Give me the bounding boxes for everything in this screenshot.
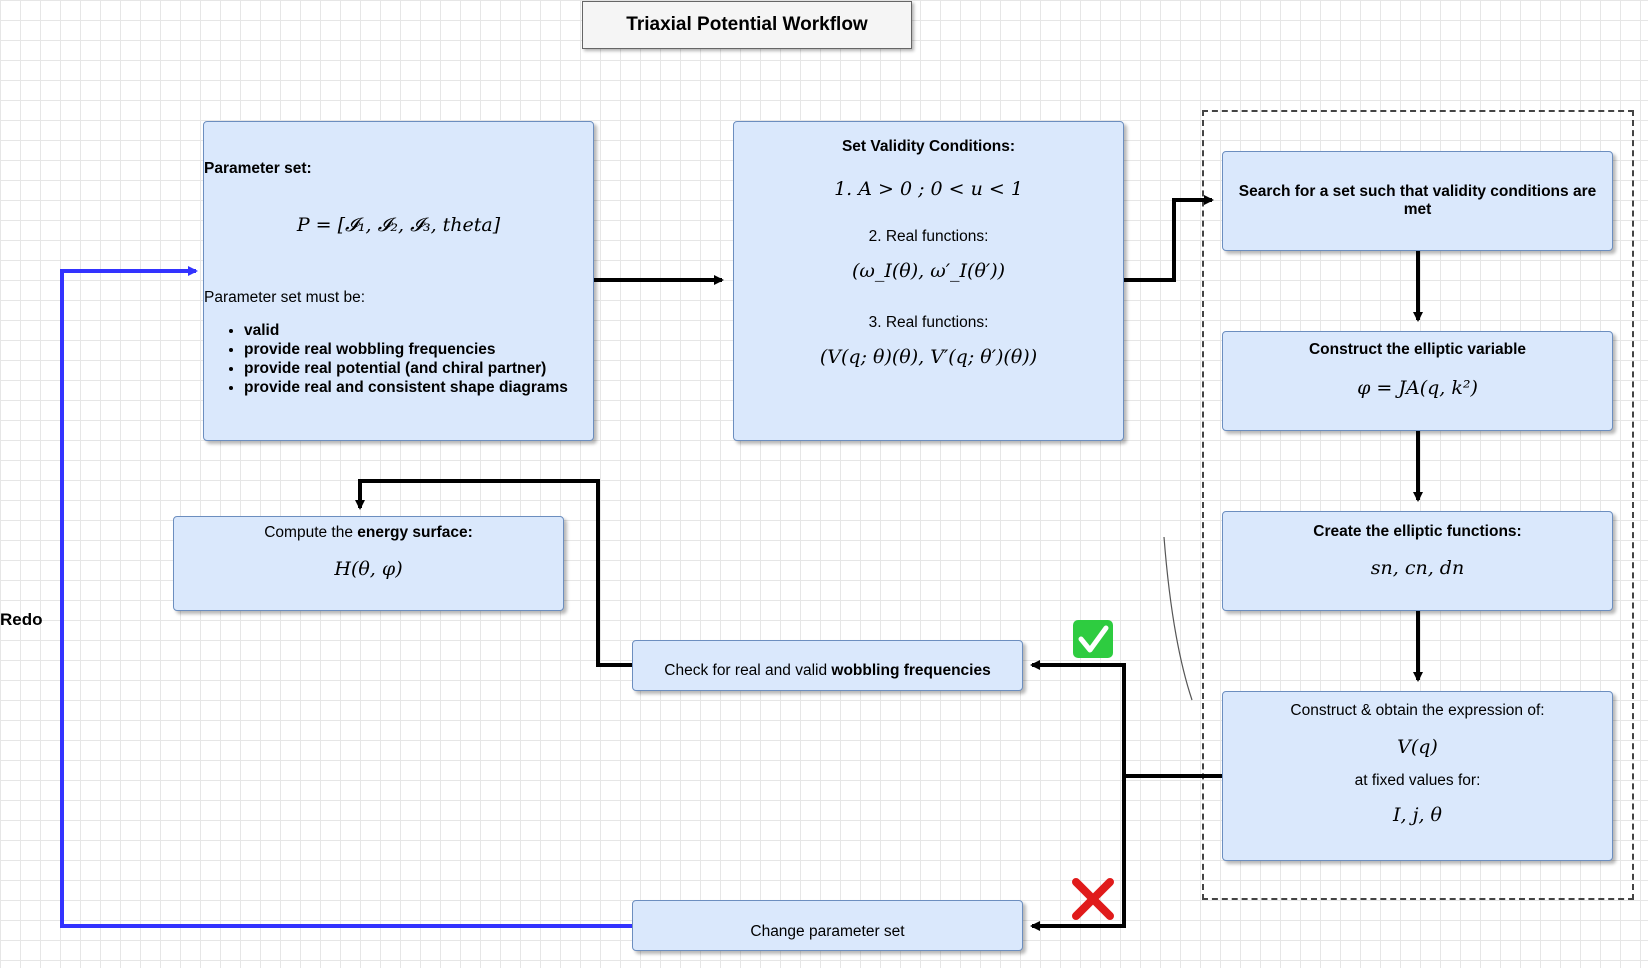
energy-bold: energy surface: xyxy=(357,524,473,541)
param-requirements-list: valid provide real wobbling frequencies … xyxy=(204,321,593,397)
elliptic-var-heading: Construct the elliptic variable xyxy=(1308,341,1527,358)
elliptic-variable-box: Construct the elliptic variable φ = JA(q… xyxy=(1222,331,1613,431)
check-prefix: Check for real and valid xyxy=(664,662,832,679)
validity-cond2-label: 2. Real functions: xyxy=(868,228,989,245)
arrow-construct-to-check xyxy=(1030,660,1222,778)
validity-cond3-label: 3. Real functions: xyxy=(868,314,989,331)
param-formula: P = [𝓘₁, 𝓘₂, 𝓘₃, theta] xyxy=(296,214,501,236)
validity-heading: Set Validity Conditions: xyxy=(841,138,1016,155)
validity-cond3-formula: (V(q; θ)(θ), V′(q; θ′)(θ)) xyxy=(819,346,1038,368)
elliptic-fn-heading: Create the elliptic functions: xyxy=(1313,523,1522,540)
arrow-construct-to-change xyxy=(1030,776,1126,931)
arrow-check-to-energy xyxy=(355,479,632,667)
change-text: Change parameter set xyxy=(750,923,905,940)
redo-label: Redo xyxy=(0,610,43,629)
validity-cond1: 1. A > 0 ; 0 < u < 1 xyxy=(834,178,1023,200)
requirement-item: provide real wobbling frequencies xyxy=(244,340,593,359)
requirement-item: provide real potential (and chiral partn… xyxy=(244,359,593,378)
elliptic-fn-formula: sn, cn, dn xyxy=(1370,557,1465,579)
requirement-item: provide real and consistent shape diagra… xyxy=(244,378,593,397)
search-text: Search for a set such that validity cond… xyxy=(1238,183,1597,218)
validity-cond2-formula: (ω_I(θ), ω′_I(θ′)) xyxy=(851,260,1006,282)
requirement-item: valid xyxy=(244,321,593,340)
search-set-box: Search for a set such that validity cond… xyxy=(1222,151,1613,251)
energy-prefix: Compute the xyxy=(264,524,358,541)
construct-fixed-formula: I, j, θ xyxy=(1393,804,1442,826)
check-frequencies-box: Check for real and valid wobbling freque… xyxy=(632,640,1023,691)
elliptic-functions-box: Create the elliptic functions: sn, cn, d… xyxy=(1222,511,1613,611)
param-heading: Parameter set: xyxy=(204,160,312,177)
stray-line xyxy=(1163,536,1193,701)
construct-heading: Construct & obtain the expression of: xyxy=(1290,702,1545,719)
energy-surface-box: Compute the energy surface: H(θ, φ) xyxy=(173,516,564,611)
parameter-set-box: Parameter set: P = [𝓘₁, 𝓘₂, 𝓘₃, theta] P… xyxy=(203,121,594,441)
construct-potential-box: Construct & obtain the expression of: V(… xyxy=(1222,691,1613,861)
change-parameter-box: Change parameter set xyxy=(632,900,1023,951)
arrow-redo-loop xyxy=(60,266,632,928)
elliptic-var-formula: φ = JA(q, k²) xyxy=(1357,377,1478,399)
check-mark-icon xyxy=(1073,620,1113,658)
construct-formula: V(q) xyxy=(1397,736,1438,758)
param-must-be: Parameter set must be: xyxy=(204,289,366,306)
cross-mark-icon xyxy=(1072,878,1114,920)
validity-conditions-box: Set Validity Conditions: 1. A > 0 ; 0 < … xyxy=(733,121,1124,441)
diagram-title: Triaxial Potential Workflow xyxy=(582,1,912,49)
arrow-validity-to-search xyxy=(1124,195,1214,282)
check-bold: wobbling frequencies xyxy=(831,662,991,679)
elliptic-construction-group xyxy=(1202,110,1634,900)
construct-fixed-label: at fixed values for: xyxy=(1354,772,1481,789)
energy-formula: H(θ, φ) xyxy=(334,558,403,580)
